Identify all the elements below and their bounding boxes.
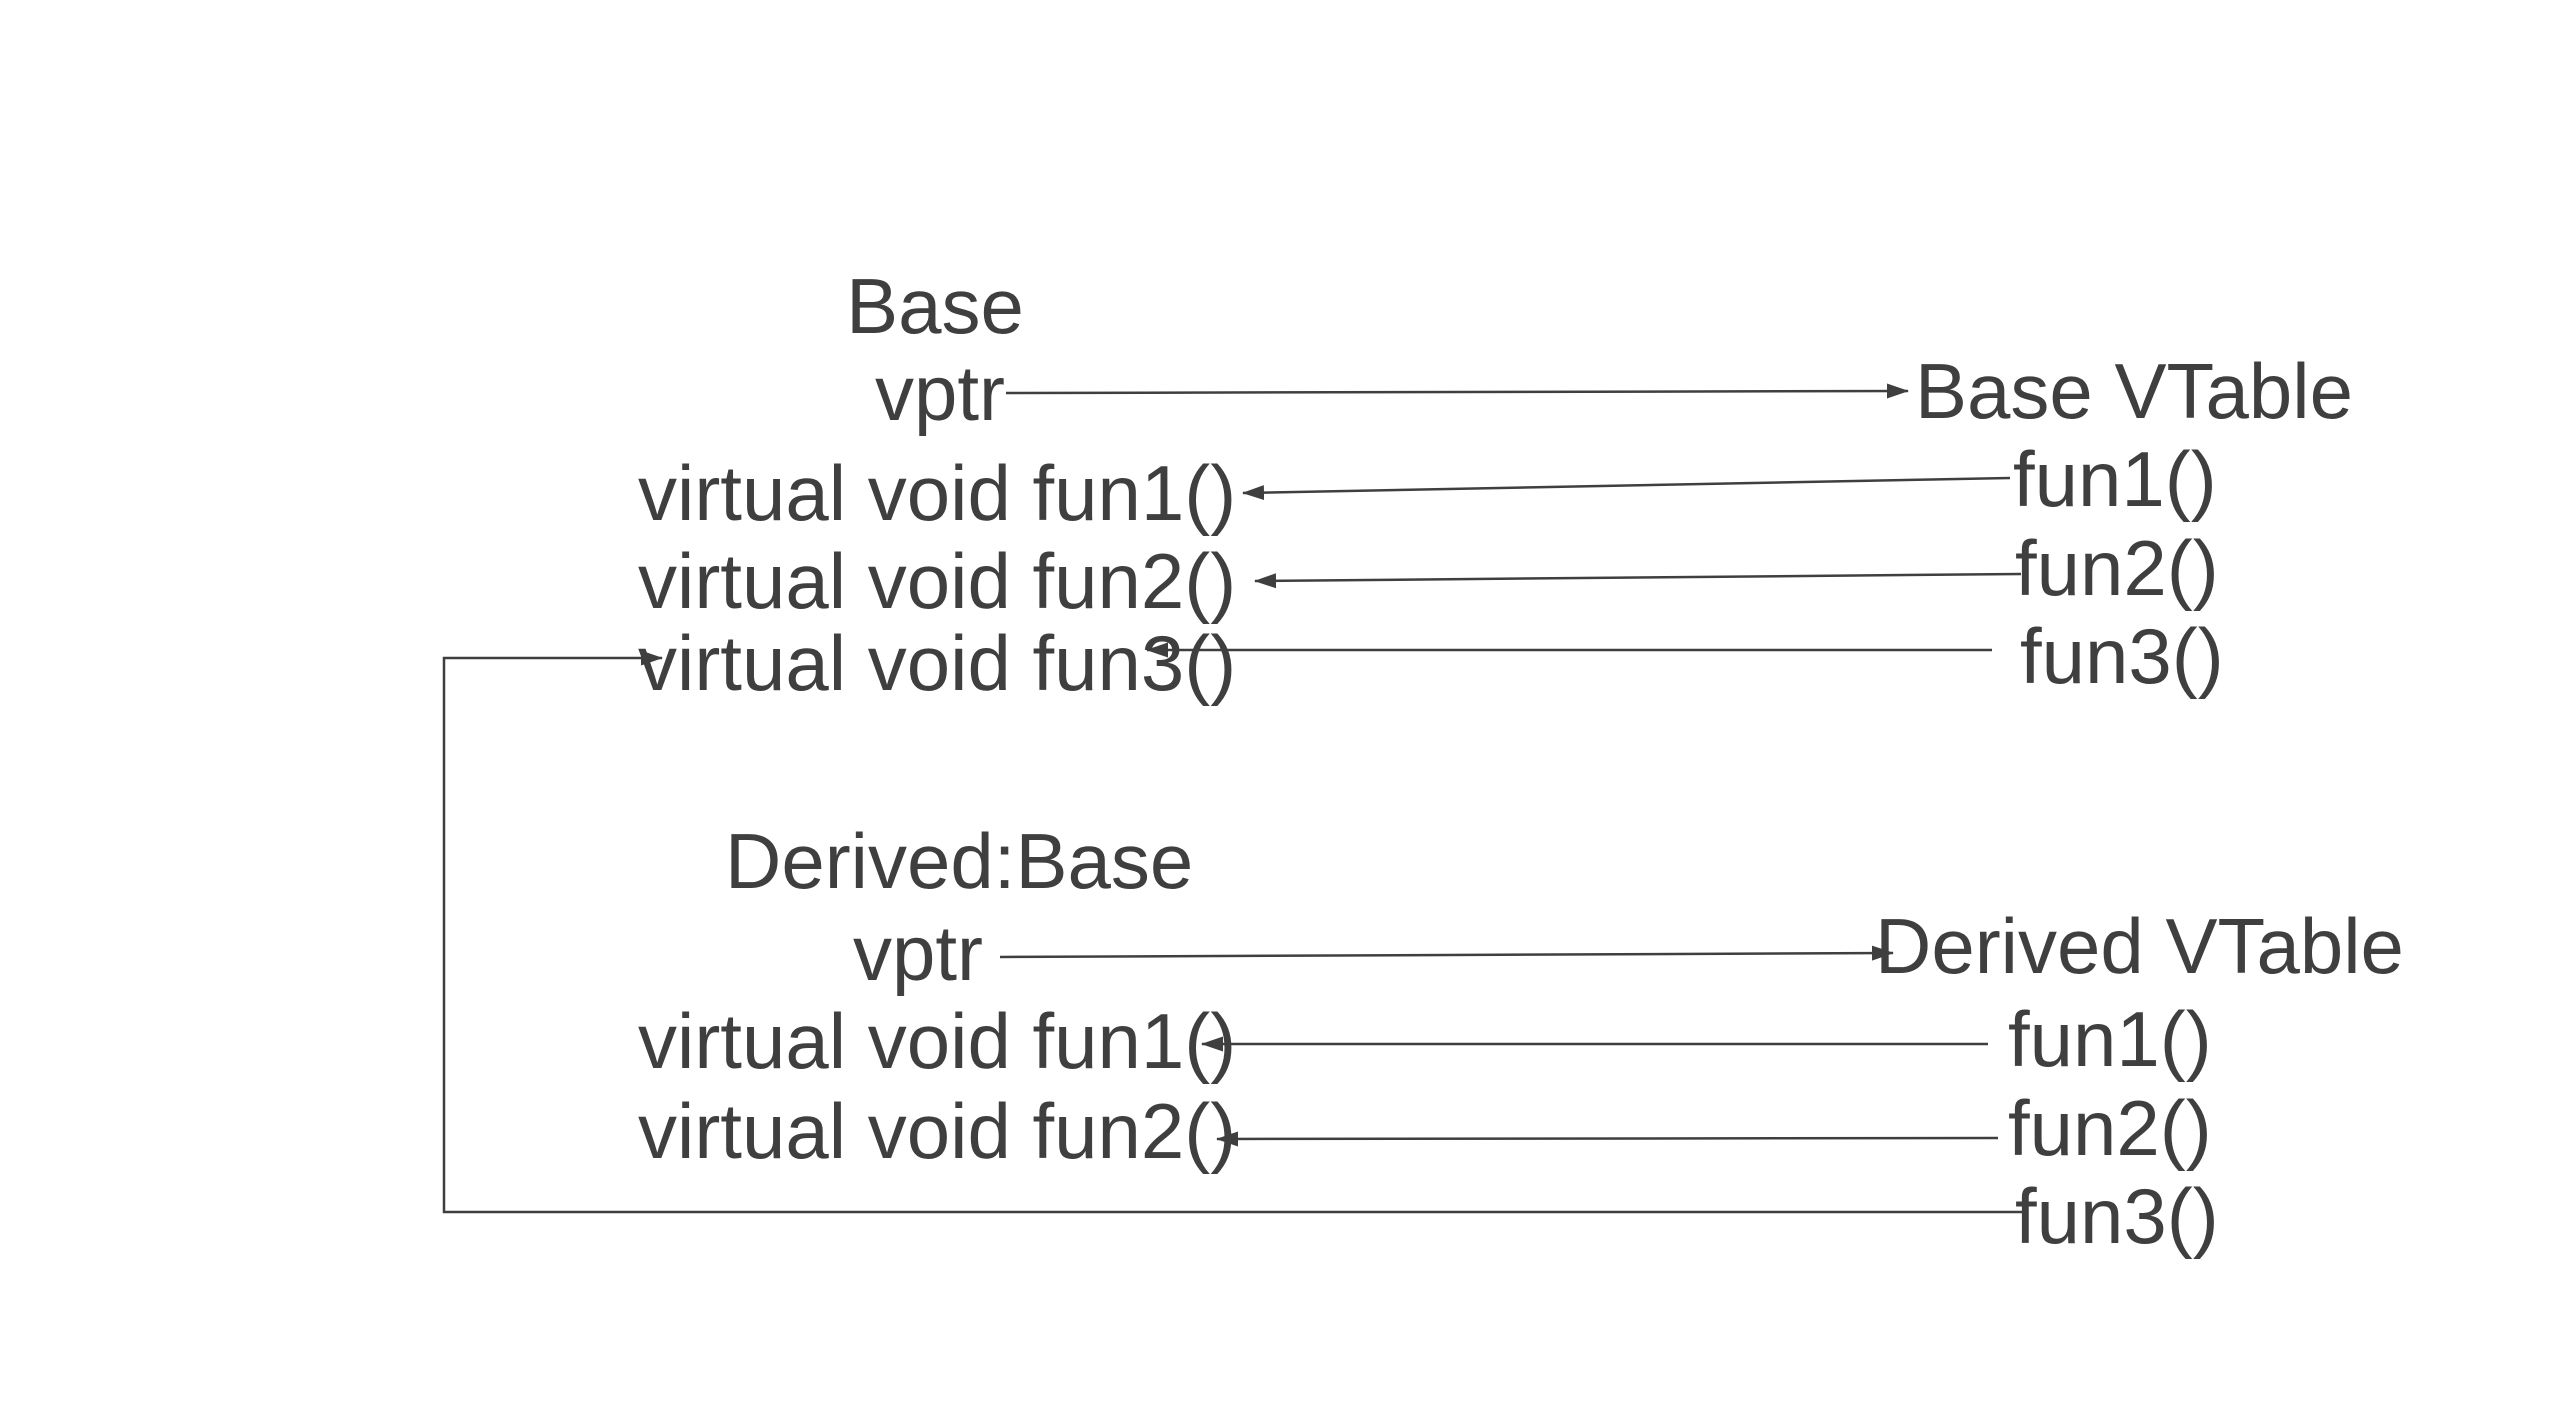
base-vtable-title: Base VTable — [1915, 347, 2353, 435]
arrow-derived-vptr-to-derived-vtable — [999, 945, 1894, 961]
arrow-derived-vtable-fun3-to-base-member-fun3 — [442, 650, 2022, 1214]
arrow-base-vtable-fun1-to-base-member-fun1 — [1242, 476, 2011, 501]
derived-class-title: Derived:Base — [725, 817, 1193, 905]
base-vtable-entry-fun3: fun3() — [2020, 612, 2224, 700]
base-class-group: Base vptr virtual void fun1() virtual vo… — [638, 262, 1236, 707]
derived-vtable-group: Derived VTable fun1() fun2() fun3() — [1875, 902, 2404, 1260]
base-member-fun3: virtual void fun3() — [638, 619, 1236, 707]
base-member-fun1: virtual void fun1() — [638, 449, 1236, 537]
derived-class-group: Derived:Base vptr virtual void fun1() vi… — [638, 817, 1236, 1175]
arrow-derived-vtable-fun2-to-derived-member-fun2 — [1216, 1131, 1999, 1147]
derived-vtable-title: Derived VTable — [1875, 902, 2404, 990]
base-vtable-group: Base VTable fun1() fun2() fun3() — [1915, 347, 2353, 700]
base-vptr-label: vptr — [875, 349, 1005, 437]
base-member-fun2: virtual void fun2() — [638, 537, 1236, 625]
arrow-base-vptr-to-base-vtable — [1005, 383, 1909, 399]
base-vtable-entry-fun1: fun1() — [2013, 435, 2217, 523]
derived-vtable-entry-fun1: fun1() — [2008, 995, 2212, 1083]
derived-vtable-entry-fun3: fun3() — [2015, 1172, 2219, 1260]
derived-vptr-label: vptr — [853, 909, 983, 997]
base-class-title: Base — [846, 262, 1024, 350]
arrow-base-vtable-fun2-to-base-member-fun2 — [1254, 572, 2022, 589]
derived-member-fun2: virtual void fun2() — [638, 1087, 1236, 1175]
derived-member-fun1: virtual void fun1() — [638, 997, 1236, 1085]
base-vtable-entry-fun2: fun2() — [2015, 524, 2219, 612]
connectors — [442, 383, 2022, 1214]
derived-vtable-entry-fun2: fun2() — [2008, 1084, 2212, 1172]
